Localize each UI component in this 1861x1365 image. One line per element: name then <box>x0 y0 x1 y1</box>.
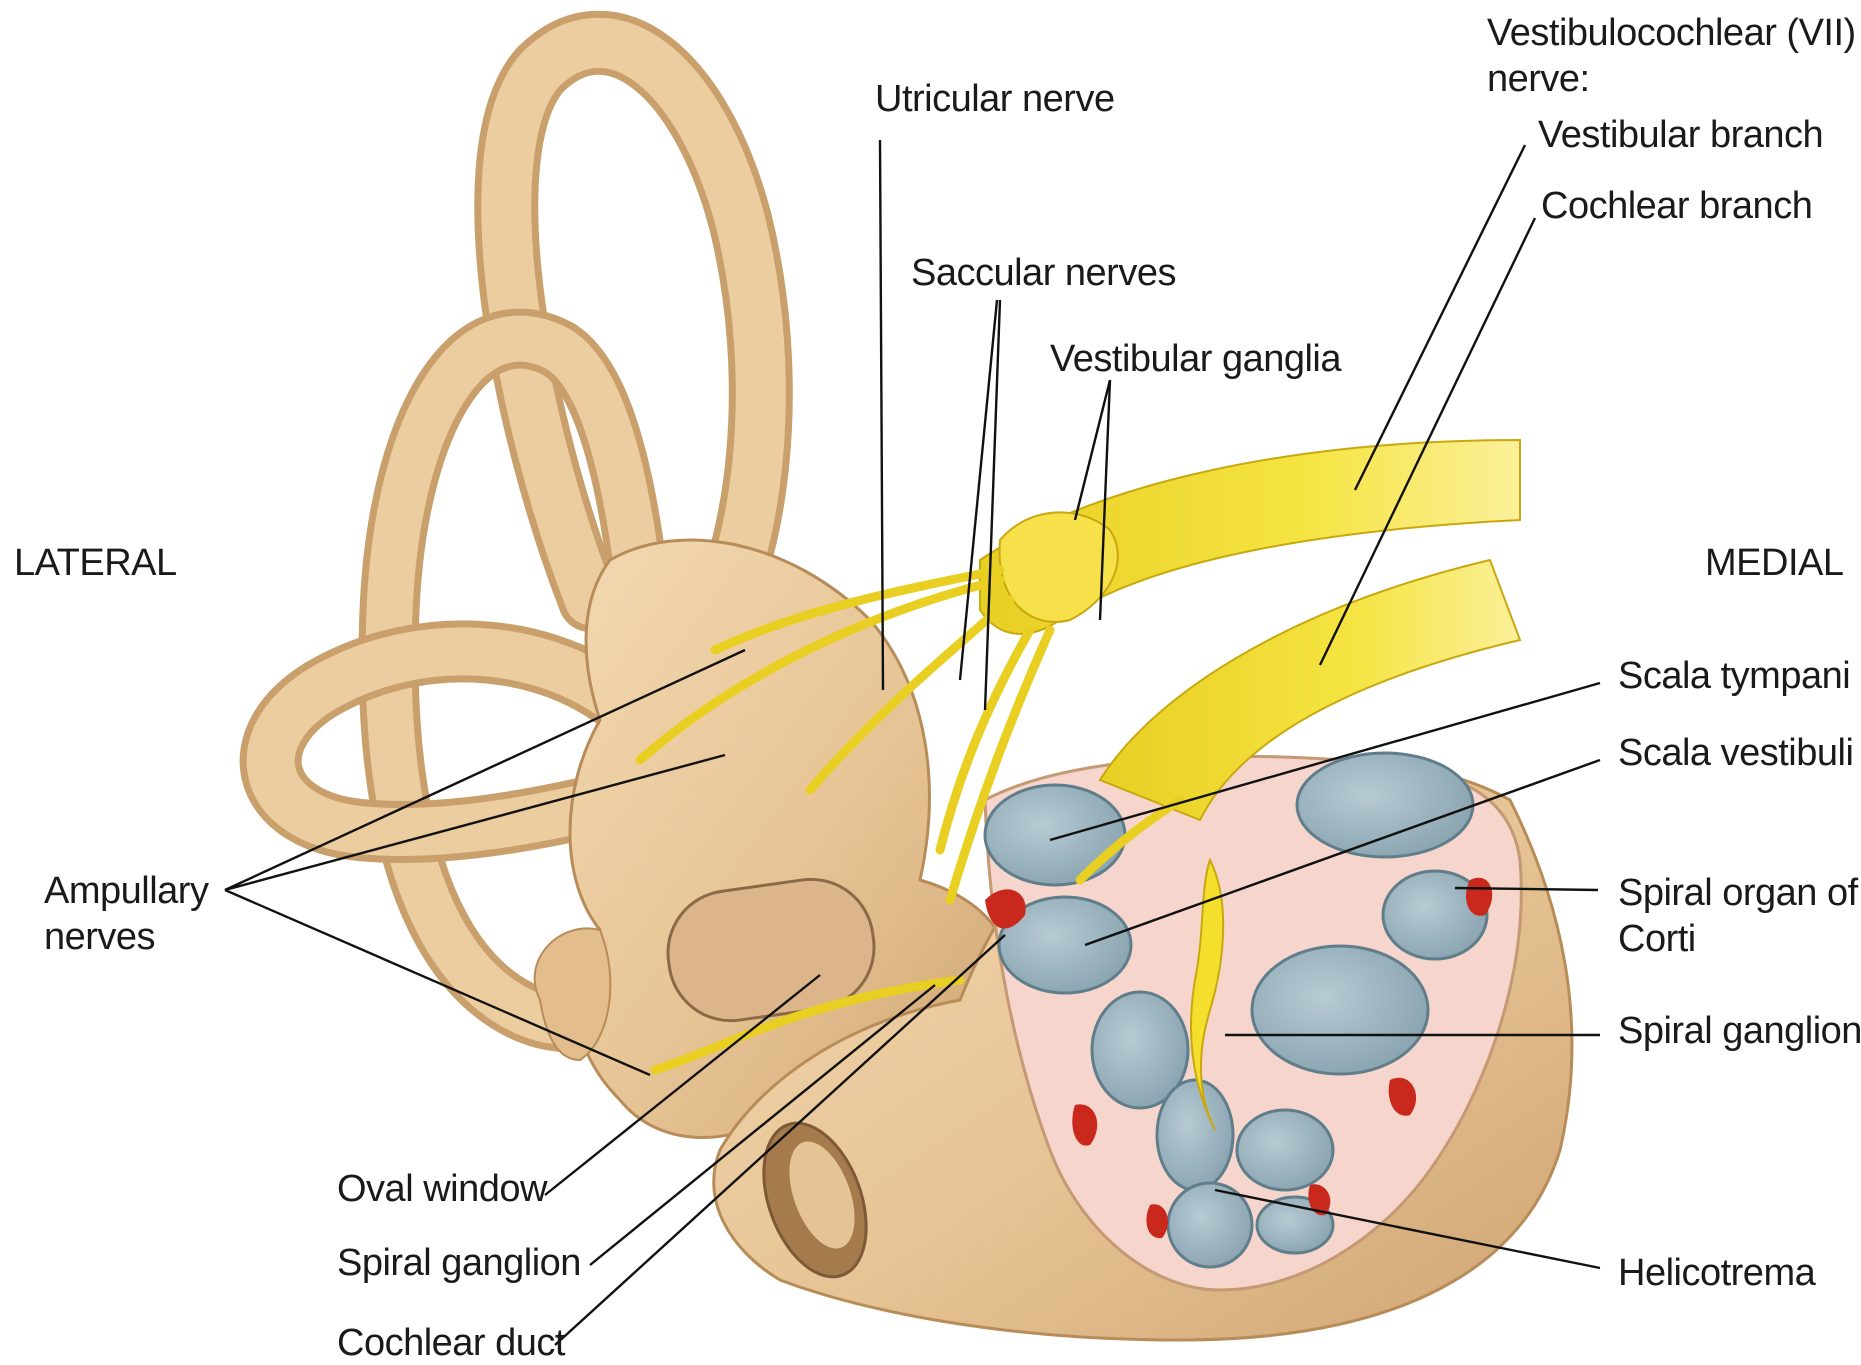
label-utricular-nerve: Utricular nerve <box>875 78 1115 120</box>
label-helicotrema: Helicotrema <box>1618 1252 1815 1294</box>
label-ampullary-1: Ampullary <box>44 870 208 912</box>
label-cochlear-duct: Cochlear duct <box>337 1322 565 1364</box>
label-vestibular-ganglia: Vestibular ganglia <box>1050 338 1341 380</box>
label-nerve-heading-2: nerve: <box>1487 58 1590 100</box>
label-ampullary-2: nerves <box>44 916 155 958</box>
label-nerve-heading-1: Vestibulocochlear (VII) <box>1487 12 1856 54</box>
label-organ-corti-1: Spiral organ of <box>1618 872 1858 914</box>
label-organ-corti-2: Corti <box>1618 918 1696 960</box>
label-spiral-ganglion-left: Spiral ganglion <box>337 1242 581 1284</box>
label-scala-vestibuli: Scala vestibuli <box>1618 732 1853 774</box>
label-saccular-nerves: Saccular nerves <box>911 252 1176 294</box>
label-vestibular-branch: Vestibular branch <box>1538 114 1823 156</box>
label-scala-tympani: Scala tympani <box>1618 655 1850 697</box>
label-cochlear-branch: Cochlear branch <box>1541 185 1812 227</box>
label-medial: MEDIAL <box>1705 542 1843 584</box>
label-oval-window: Oval window <box>337 1168 547 1210</box>
label-spiral-ganglion-right: Spiral ganglion <box>1618 1010 1861 1052</box>
label-lateral: LATERAL <box>14 542 177 584</box>
